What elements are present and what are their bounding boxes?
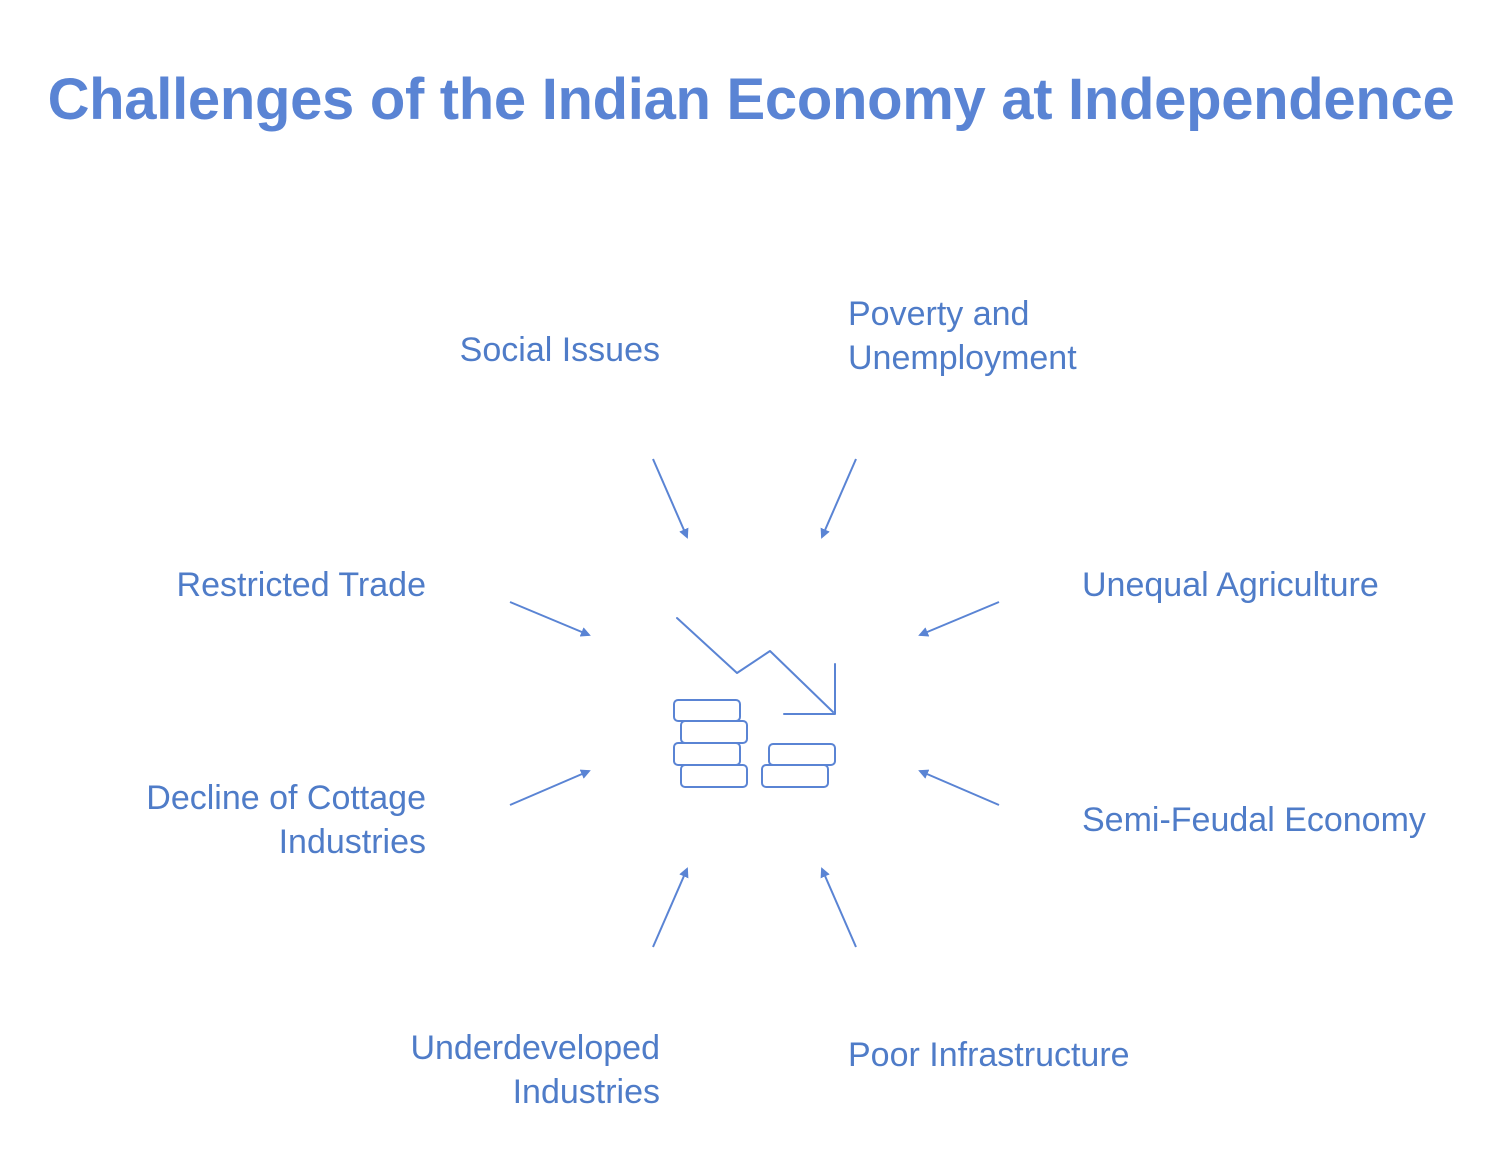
arrow-unequal-agriculture (918, 601, 1000, 637)
trend-arrow-head (783, 663, 836, 715)
trend-line (676, 617, 834, 713)
arrow-semi-feudal-economy (918, 769, 1000, 806)
arrow-decline-cottage-industries (509, 769, 591, 806)
label-poverty-unemployment: Poverty and Unemployment (848, 295, 1077, 377)
label-underdeveloped-industries: Underdeveloped Industries (410, 1029, 660, 1111)
coin-right-1 (768, 743, 836, 766)
coin-right-2 (761, 764, 829, 788)
coin-left-3 (673, 742, 741, 766)
coin-left-2 (680, 720, 748, 744)
label-restricted-trade: Restricted Trade (176, 566, 426, 604)
arrow-poor-infrastructure (820, 867, 857, 948)
arrow-underdeveloped-industries (652, 867, 689, 948)
arrow-restricted-trade (509, 601, 591, 637)
diagram-title: Challenges of the Indian Economy at Inde… (47, 67, 1455, 132)
label-social-issues: Social Issues (459, 331, 660, 369)
label-poor-infrastructure: Poor Infrastructure (848, 1036, 1130, 1074)
arrow-social-issues (652, 458, 689, 539)
coin-left-4 (680, 764, 748, 788)
label-semi-feudal-economy: Semi-Feudal Economy (1082, 801, 1426, 839)
label-unequal-agriculture: Unequal Agriculture (1082, 566, 1379, 604)
label-decline-cottage-industries: Decline of Cottage Industries (146, 779, 426, 861)
coin-left-1 (673, 699, 741, 722)
arrow-poverty-unemployment (820, 458, 857, 539)
declining-economy-coins-icon (673, 617, 836, 788)
